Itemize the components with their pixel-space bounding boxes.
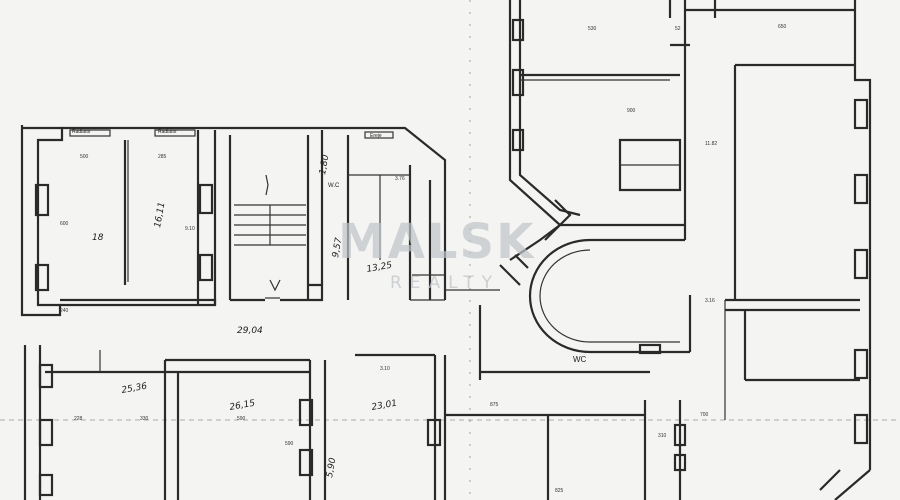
room-area-label: 29,04 xyxy=(237,326,263,336)
dim-label: 330 xyxy=(140,416,149,422)
room-area-label: 18 xyxy=(92,233,104,243)
watermark-brand: MALSK xyxy=(338,214,535,270)
dim-label: 3.16 xyxy=(705,298,715,304)
dim-label: 228 xyxy=(74,416,83,422)
dim-label: 9.10 xyxy=(185,226,195,232)
room-area-label: 26,15 xyxy=(229,399,256,413)
room-area-label: 23,01 xyxy=(371,399,398,413)
dim-label: 310 xyxy=(658,433,667,439)
dim-label: 590 xyxy=(285,441,294,447)
room-area-label: 9,57 xyxy=(331,237,344,259)
room-area-label: 25,36 xyxy=(121,382,148,396)
dim-label: 285 xyxy=(158,154,167,160)
dim-label: 500 xyxy=(80,154,89,160)
dim-label: 3.76 xyxy=(395,176,405,182)
right-tower xyxy=(499,0,872,500)
room-area-label: 13,25 xyxy=(366,261,393,275)
bottom-wing xyxy=(23,305,687,500)
staircase xyxy=(234,174,306,292)
window-label: Radiator xyxy=(72,129,91,135)
annotations: 500 285 600 240 530 52 650 900 11.82 3.1… xyxy=(60,24,787,494)
room-label: W.C xyxy=(328,183,340,189)
dim-label: 530 xyxy=(588,26,597,32)
dim-label: 590 xyxy=(237,416,246,422)
dim-label: 11.82 xyxy=(705,141,717,147)
watermark: MALSK REALTY xyxy=(338,214,535,293)
dim-label: 650 xyxy=(778,24,787,30)
window-label: Ereje xyxy=(370,133,382,139)
room-label: WC xyxy=(573,355,587,364)
watermark-sub: REALTY xyxy=(390,273,500,293)
left-wing-top xyxy=(20,125,500,317)
dim-label: 700 xyxy=(700,412,709,418)
window-label: Radiator xyxy=(158,129,177,135)
room-area-label: 5,90 xyxy=(325,457,338,479)
dim-label: 825 xyxy=(555,488,564,494)
room-area-label: 16,11 xyxy=(153,201,167,228)
dim-label: 600 xyxy=(60,221,69,227)
room-area-label: 1,80 xyxy=(318,154,331,176)
dim-label: 3.10 xyxy=(380,366,390,372)
dim-label: 52 xyxy=(675,26,681,32)
dim-label: 875 xyxy=(490,402,499,408)
dim-label: 900 xyxy=(627,108,636,114)
dim-label: 240 xyxy=(60,308,69,314)
